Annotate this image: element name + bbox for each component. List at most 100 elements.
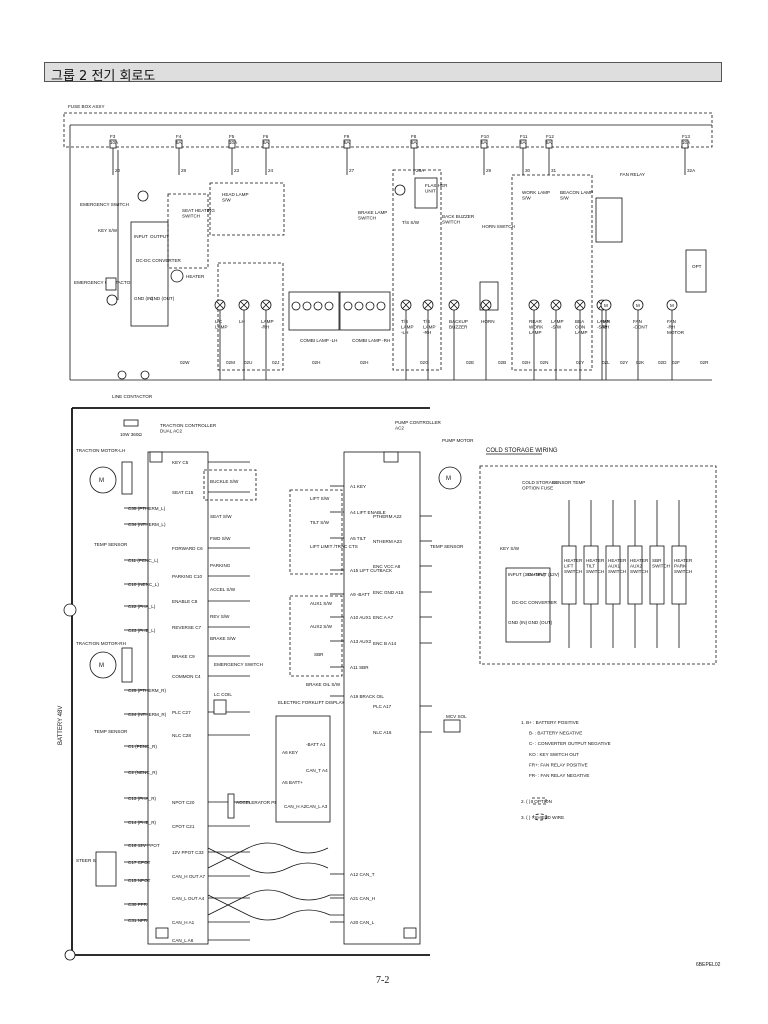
tc-right-pin: 12V PPOT C33: [172, 850, 204, 855]
bus-wire-label: 02H: [522, 360, 530, 365]
display-pin: A6 KEY: [282, 750, 298, 755]
lamp-bulb: [354, 301, 364, 311]
lamp-label: LAMP-S/W: [597, 319, 610, 330]
combi-lamp-rh-box: [339, 291, 391, 331]
fuse-wire: 29: [486, 168, 492, 173]
tc-left-pin: C30 PFR: [128, 902, 148, 907]
buckle-switch-label: BUCKLE S/W: [210, 479, 239, 484]
fuse-rating: 5A: [263, 140, 270, 145]
pc-left-pin: A9 -BATT: [350, 592, 370, 597]
ko-connector: [137, 190, 149, 202]
legend-note: C- : CONVERTER OUTPUT NEGATIVE: [529, 741, 611, 746]
combi-lamp-lh-box: [288, 291, 340, 331]
tc-right-pin: CAN_H OUT A7: [172, 874, 206, 879]
cold-storage-title: COLD STORAGE WIRING: [486, 448, 558, 454]
cold-heater-switch: [583, 545, 599, 605]
dcdc-converter-box: [130, 221, 169, 327]
traction-controller-box: [147, 451, 209, 945]
lamp-label: FAN-CONT: [633, 319, 648, 330]
tc-left-pin: C13 (PHA_R): [128, 796, 157, 801]
emergency-contactor: [105, 277, 117, 291]
lamp-label: LAMP-S/W: [551, 319, 564, 330]
accelerator-pedal: [227, 793, 235, 819]
lamp-label: COMBI LAMP -RH: [352, 338, 390, 343]
page-number: 7-2: [376, 975, 390, 986]
work-lamp-option: [511, 174, 593, 371]
temp-sensor-lh-label: TEMP SENSOR: [94, 542, 128, 547]
pump-switch-label: TILT S/W: [310, 520, 330, 525]
lamp-label: COMBI LAMP -LH: [300, 338, 337, 343]
sensor-temp-label: SENSOR TEMP: [552, 480, 585, 485]
tc-left-pin: C16 12V PPOT: [128, 843, 160, 848]
pc-left-pin: A12 CAN_T: [350, 872, 375, 877]
fuse-name: F11: [520, 134, 528, 139]
dcdc-label: DC-DC CONVERTER: [136, 258, 182, 263]
pc-left-pin: A13 AUX2: [350, 639, 372, 644]
tc-left-pin: C25 (PTHERM_R): [128, 688, 167, 693]
forklift-display: [275, 715, 331, 823]
svg-text:M: M: [604, 303, 608, 308]
tc-right-pin: PLC C27: [172, 710, 191, 715]
motor-symbol: M: [446, 476, 451, 482]
pc-right-pin: PLC A17: [373, 704, 392, 709]
pc-right-pin: ENC GND A15: [373, 590, 404, 595]
tc-right-pin: FORWARD C6: [172, 546, 203, 551]
tc-right-pin: CPOT C21: [172, 824, 195, 829]
pc-right-pin: NTHERM A23: [373, 539, 402, 544]
bus-wire-label: 02U: [244, 360, 252, 365]
accelerator-pedal-label: ACCELERATOR PEDAL: [236, 800, 287, 805]
lamp-bulb: [343, 301, 353, 311]
cold-key-switch-label: KEY S/W: [500, 546, 520, 551]
pc-right-pin: ENC VCC A8: [373, 564, 401, 569]
bus-wire-label: 02E: [466, 360, 474, 365]
cold-heater-switch: [627, 545, 643, 605]
connector-circle: [106, 294, 118, 306]
heater-label: HEATER: [186, 274, 205, 279]
tc-left-pin: C34 (NTHERM_L): [128, 522, 166, 527]
display-label: ELECTRIC FORKLIFT DISPLAY: [278, 700, 344, 705]
steer-sensor: [95, 851, 117, 887]
fuse-wire: 31: [551, 168, 557, 173]
tc-right-pin: REVERSE C7: [172, 625, 202, 630]
display-pin: A5 BATT+: [282, 780, 303, 785]
fuse-rating: 5A: [176, 140, 183, 145]
tc-left-pin: C31 NFR: [128, 918, 148, 923]
pc-right-pin: PTHERM A22: [373, 514, 402, 519]
display-pin: CAN_H A2: [284, 804, 307, 809]
legend-shield: 3. ( ) : SHIELD WIRE: [521, 815, 564, 820]
fuse-wire: 28: [181, 168, 187, 173]
b-plus-marker: [63, 603, 77, 617]
pc-right-pin: ENC B A14: [373, 641, 397, 646]
lamp-label: LAMP-RH: [261, 319, 274, 330]
fuse-rating: 10A: [110, 140, 119, 145]
pump-switch-label: AUX2 S/W: [310, 624, 333, 629]
lamp-label: HORN: [481, 319, 495, 324]
legend-option: 2. ( ) : OPTION: [521, 799, 552, 804]
opt-label: OPT: [692, 264, 702, 269]
bus-wire-label: 02W: [180, 360, 190, 365]
opt-box: [685, 249, 707, 293]
bus-wire-label: 02Y: [620, 360, 628, 365]
fuse-rating: 5A: [411, 140, 418, 145]
tc-left-pin: C1 (PENC_R): [128, 744, 157, 749]
mcv-sol-label: MCV SOL: [446, 714, 467, 719]
traction-motor-lh: [89, 466, 117, 494]
display-pin: CAN_L A3: [306, 804, 328, 809]
bus-wire-label: 02L: [602, 360, 610, 365]
fuse-wire: 23: [234, 168, 240, 173]
doc-id: 6BEPEL02: [696, 962, 721, 968]
pump-motor-label: PUMP MOTOR: [442, 438, 474, 443]
pump-motor: [438, 466, 462, 490]
svg-text:M: M: [636, 303, 640, 308]
